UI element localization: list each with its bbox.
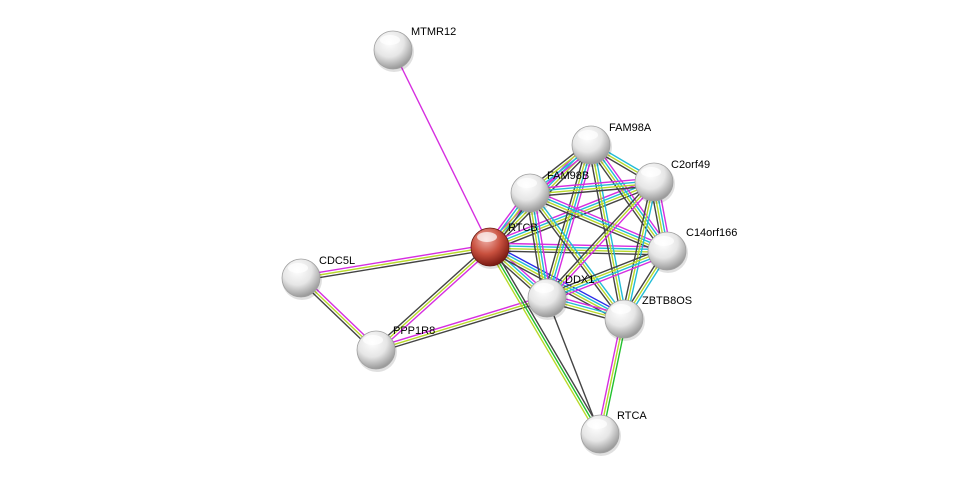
edge-line-textmining (530, 182, 655, 195)
edge-line-databases (547, 251, 668, 300)
edge-line-cooccurrence (491, 242, 627, 317)
edge-C14orf166-DDX1[interactable] (545, 246, 669, 303)
edge-PPP1R8-DDX1[interactable] (375, 294, 548, 354)
node-label: C2orf49 (671, 159, 710, 171)
edge-line-databases (531, 191, 627, 318)
edge-FAM98A-C14orf166[interactable] (587, 142, 671, 254)
edge-line-textmining (589, 145, 667, 253)
node-ZBTB8OS[interactable]: ZBTB8OS (604, 295, 692, 341)
node-MTMR12[interactable]: MTMR12 (373, 26, 456, 72)
node-highlight (380, 35, 400, 45)
edge-line-textmining (487, 247, 599, 436)
edge-line-experiments (531, 188, 669, 249)
edge-line-databases (591, 143, 669, 251)
edge-DDX1-RTCA[interactable] (546, 297, 601, 435)
node-label: MTMR12 (411, 26, 456, 38)
edge-line-coexpression (376, 299, 548, 354)
node-highlight (611, 304, 631, 314)
node-highlight (641, 167, 661, 177)
edge-line-textmining (489, 247, 667, 253)
edge-line-coexpression (542, 143, 588, 298)
edge-line-coexpression (544, 179, 653, 297)
edge-line-experiments (529, 177, 654, 190)
node-highlight (477, 232, 497, 242)
edge-line-experiments (550, 145, 596, 300)
edge-line-databases (625, 182, 658, 320)
node-RTCA[interactable]: RTCA (580, 410, 647, 456)
node-label: ZBTB8OS (642, 295, 692, 307)
edge-line-coexpression (545, 246, 666, 296)
edge-line-experiments (596, 318, 623, 434)
node-highlight (654, 236, 674, 246)
edge-RTCB-PPP1R8[interactable] (373, 244, 493, 353)
edge-line-textmining (529, 192, 625, 320)
node-RTCB[interactable]: RTCB (470, 222, 538, 269)
edge-line-neighborhood (489, 246, 601, 435)
node-highlight (363, 335, 383, 345)
node-label: CDC5L (319, 255, 355, 267)
edge-line-experiments (377, 248, 493, 353)
edge-line-databases (529, 180, 654, 193)
node-DDX1[interactable]: DDX1 (527, 274, 594, 320)
edge-line-coexpression (587, 146, 665, 254)
edge-RTCB-CDC5L[interactable] (300, 243, 491, 282)
node-label: FAM98B (547, 170, 589, 182)
node-highlight (517, 178, 537, 188)
edge-line-experiments (392, 49, 491, 248)
edge-FAM98B-ZBTB8OS[interactable] (527, 191, 627, 321)
edge-line-coexpression (373, 244, 489, 349)
edge-line-experiments (593, 142, 671, 250)
edge-line-coexpression (527, 194, 623, 321)
edge-line-textmining (599, 318, 625, 435)
edge-FAM98A-DDX1[interactable] (542, 143, 596, 300)
edge-C2orf49-ZBTB8OS[interactable] (620, 181, 658, 320)
edge-line-databases (490, 245, 668, 251)
node-highlight (578, 130, 598, 140)
edge-line-textmining (623, 181, 655, 320)
edge-line-coexpression (530, 185, 655, 198)
edge-line-textmining (546, 181, 655, 299)
edge-MTMR12-RTCB[interactable] (392, 49, 491, 248)
edge-line-experiments (300, 243, 490, 277)
edge-line-experiments (548, 183, 657, 301)
edge-line-textmining (375, 246, 491, 351)
node-highlight (288, 263, 308, 273)
node-CDC5L[interactable]: CDC5L (281, 255, 355, 300)
edge-line-databases (547, 145, 593, 299)
node-label: C14orf166 (686, 227, 737, 239)
edge-line-experiments (375, 294, 547, 349)
node-FAM98B[interactable]: FAM98B (510, 170, 589, 215)
node-PPP1R8[interactable]: PPP1R8 (356, 325, 435, 372)
node-C2orf49[interactable]: C2orf49 (634, 159, 710, 204)
edge-RTCB-RTCA[interactable] (487, 245, 603, 436)
edge-line-coexpression (301, 248, 491, 282)
node-label: DDX1 (565, 274, 594, 286)
edge-line-textmining (375, 297, 548, 351)
node-label: PPP1R8 (393, 325, 435, 337)
edge-C2orf49-DDX1[interactable] (544, 179, 657, 301)
edge-line-coexpression (587, 145, 623, 320)
node-highlight (534, 283, 554, 293)
edge-line-coexpression (620, 181, 653, 319)
edge-line-experiments (548, 253, 669, 303)
node-C14orf166[interactable]: C14orf166 (647, 227, 737, 273)
edge-line-coexpression (491, 245, 603, 434)
node-highlight (587, 419, 607, 429)
node-label: RTCB (508, 222, 538, 234)
node-FAM98A[interactable]: FAM98A (571, 122, 652, 167)
node-label: FAM98A (609, 122, 652, 134)
edge-line-neighborhood (601, 319, 628, 435)
edge-line-textmining (545, 144, 591, 298)
edge-FAM98B-C2orf49[interactable] (529, 177, 655, 198)
edge-line-textmining (300, 246, 491, 279)
node-label: RTCA (617, 410, 647, 422)
edge-line-databases (530, 191, 668, 251)
edge-line-coexpression (546, 297, 601, 435)
edge-ZBTB8OS-RTCA[interactable] (596, 318, 628, 435)
edge-line-textmining (546, 249, 667, 298)
